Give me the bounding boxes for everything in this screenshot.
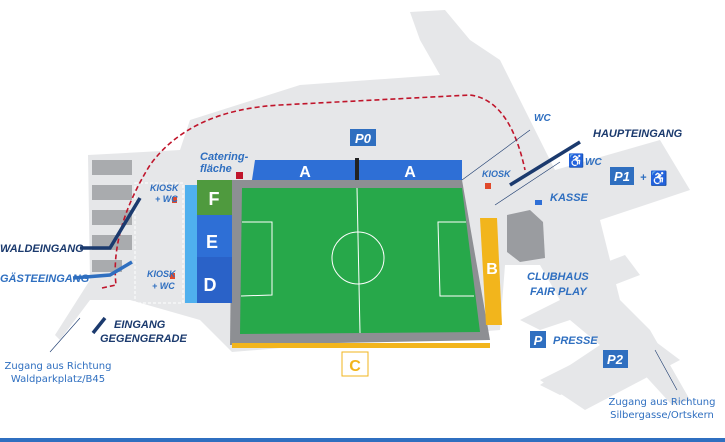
bottom-bar <box>0 438 725 442</box>
kasse-label: KASSE <box>550 192 589 204</box>
kiosk-marker-top <box>172 197 177 203</box>
stand-f-label: F <box>209 189 220 209</box>
zugang-west-2: Waldparkplatz/B45 <box>11 374 105 385</box>
eingang-label-1: EINGANG <box>114 319 166 331</box>
stand-e-label: E <box>206 232 218 252</box>
catering-label-2: fläche <box>200 163 232 175</box>
stand-a-right-label: A <box>404 164 416 181</box>
zugang-west-1: Zugang aus Richtung <box>5 361 112 372</box>
kiosk-wc-top-1: KIOSK <box>150 183 180 193</box>
p0-badge <box>350 129 376 146</box>
p1-accessible-icon: ♿ <box>650 170 667 187</box>
clubhaus-label-1: CLUBHAUS <box>527 271 589 283</box>
eingang-label-2: GEGENGERADE <box>100 333 187 345</box>
gaesteeingang-label: GÄSTEEINGANG <box>0 272 90 285</box>
stand-e[interactable] <box>197 215 232 257</box>
kiosk-marker-bottom <box>170 273 175 279</box>
kiosk-wc-top-2: + WC <box>155 194 178 204</box>
kiosk-zones <box>134 182 184 304</box>
haupteingang-label: HAUPTEINGANG <box>593 128 683 140</box>
stand-f[interactable] <box>197 180 232 215</box>
waldeingang-label: WALDEINGANG <box>0 243 84 255</box>
presse-badge <box>530 331 546 348</box>
stand-c-label: C <box>349 358 361 375</box>
zugang-east-1: Zugang aus Richtung <box>609 397 716 408</box>
stand-a-divider <box>355 158 359 180</box>
zugang-east-2: Silbergasse/Ortskern <box>610 410 714 421</box>
p2-label: P2 <box>607 352 624 367</box>
accessible-icon: ♿ <box>568 153 584 168</box>
stand-b-label: B <box>486 261 498 278</box>
pitch-markings <box>240 187 474 334</box>
presse-label: PRESSE <box>553 335 598 347</box>
stand-d[interactable] <box>197 257 232 303</box>
clubhaus-label-2: FAIR PLAY <box>530 286 588 298</box>
p0-label: P0 <box>355 131 372 146</box>
stand-side-strip <box>185 185 197 303</box>
presse-badge-label: P <box>534 333 543 348</box>
p1-label: P1 <box>614 169 630 184</box>
clubhaus-building <box>507 210 545 262</box>
pitch <box>240 188 480 334</box>
catering-label-1: Catering- <box>200 151 249 163</box>
catering-marker <box>236 172 243 179</box>
kiosk-label: KIOSK <box>482 169 512 179</box>
stand-d-label: D <box>204 275 217 295</box>
kiosk-marker <box>485 183 491 189</box>
wc-label: WC <box>534 113 551 124</box>
kiosk-wc-bottom-2: + WC <box>152 281 175 291</box>
kasse-marker <box>535 200 542 205</box>
leader-lines <box>49 129 678 391</box>
parking-bays <box>92 160 132 272</box>
p1-plus: + <box>640 172 647 184</box>
p2-badge <box>603 350 628 368</box>
stand-c-badge <box>341 351 369 377</box>
p1-badge <box>610 167 634 185</box>
stand-a-left-label: A <box>299 164 311 181</box>
kiosk-wc-bottom-1: KIOSK <box>147 269 177 279</box>
stand-c[interactable] <box>232 343 490 348</box>
gaesteeingang-arrow <box>72 260 133 280</box>
accessible-wc-label: WC <box>585 157 602 168</box>
entrance-arrows <box>80 140 581 335</box>
stand-b[interactable] <box>480 218 502 325</box>
